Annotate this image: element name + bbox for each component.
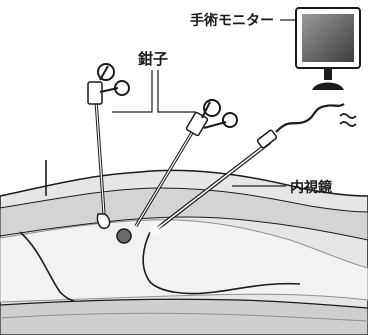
- lower-organ: [0, 298, 368, 335]
- endoscope-light: [147, 221, 165, 239]
- leader-lines: [112, 19, 296, 187]
- forceps-middle-ring-right: [222, 112, 238, 128]
- monitor-screen: [302, 14, 354, 62]
- patient-body: [0, 160, 368, 335]
- forceps-label: 鉗子: [138, 50, 168, 68]
- wave-icon: [339, 113, 357, 127]
- endoscope-label: 内視鏡: [290, 179, 332, 196]
- forceps-leader-left: [112, 70, 153, 113]
- lower-organ-line: [0, 312, 368, 322]
- forceps-left-tip: [96, 213, 111, 230]
- forceps-middle-body: [185, 111, 209, 137]
- abdominal-cavity: [0, 219, 368, 303]
- surgical-monitor: [295, 7, 361, 90]
- abdominal-wall: [0, 187, 368, 241]
- organ-fold-right: [142, 231, 301, 295]
- monitor-stand: [324, 68, 332, 80]
- forceps-leader-right: [157, 70, 196, 113]
- forceps-left: [87, 63, 130, 230]
- forceps-middle: [116, 99, 238, 244]
- endoscope-head: [256, 129, 278, 149]
- grasped-tissue: [116, 228, 132, 244]
- endoscope-cable: [275, 103, 345, 133]
- monitor-base: [312, 82, 344, 90]
- endoscope: [147, 103, 357, 239]
- forceps-left-body: [87, 81, 103, 105]
- monitor-label: 手術モニター: [190, 12, 274, 29]
